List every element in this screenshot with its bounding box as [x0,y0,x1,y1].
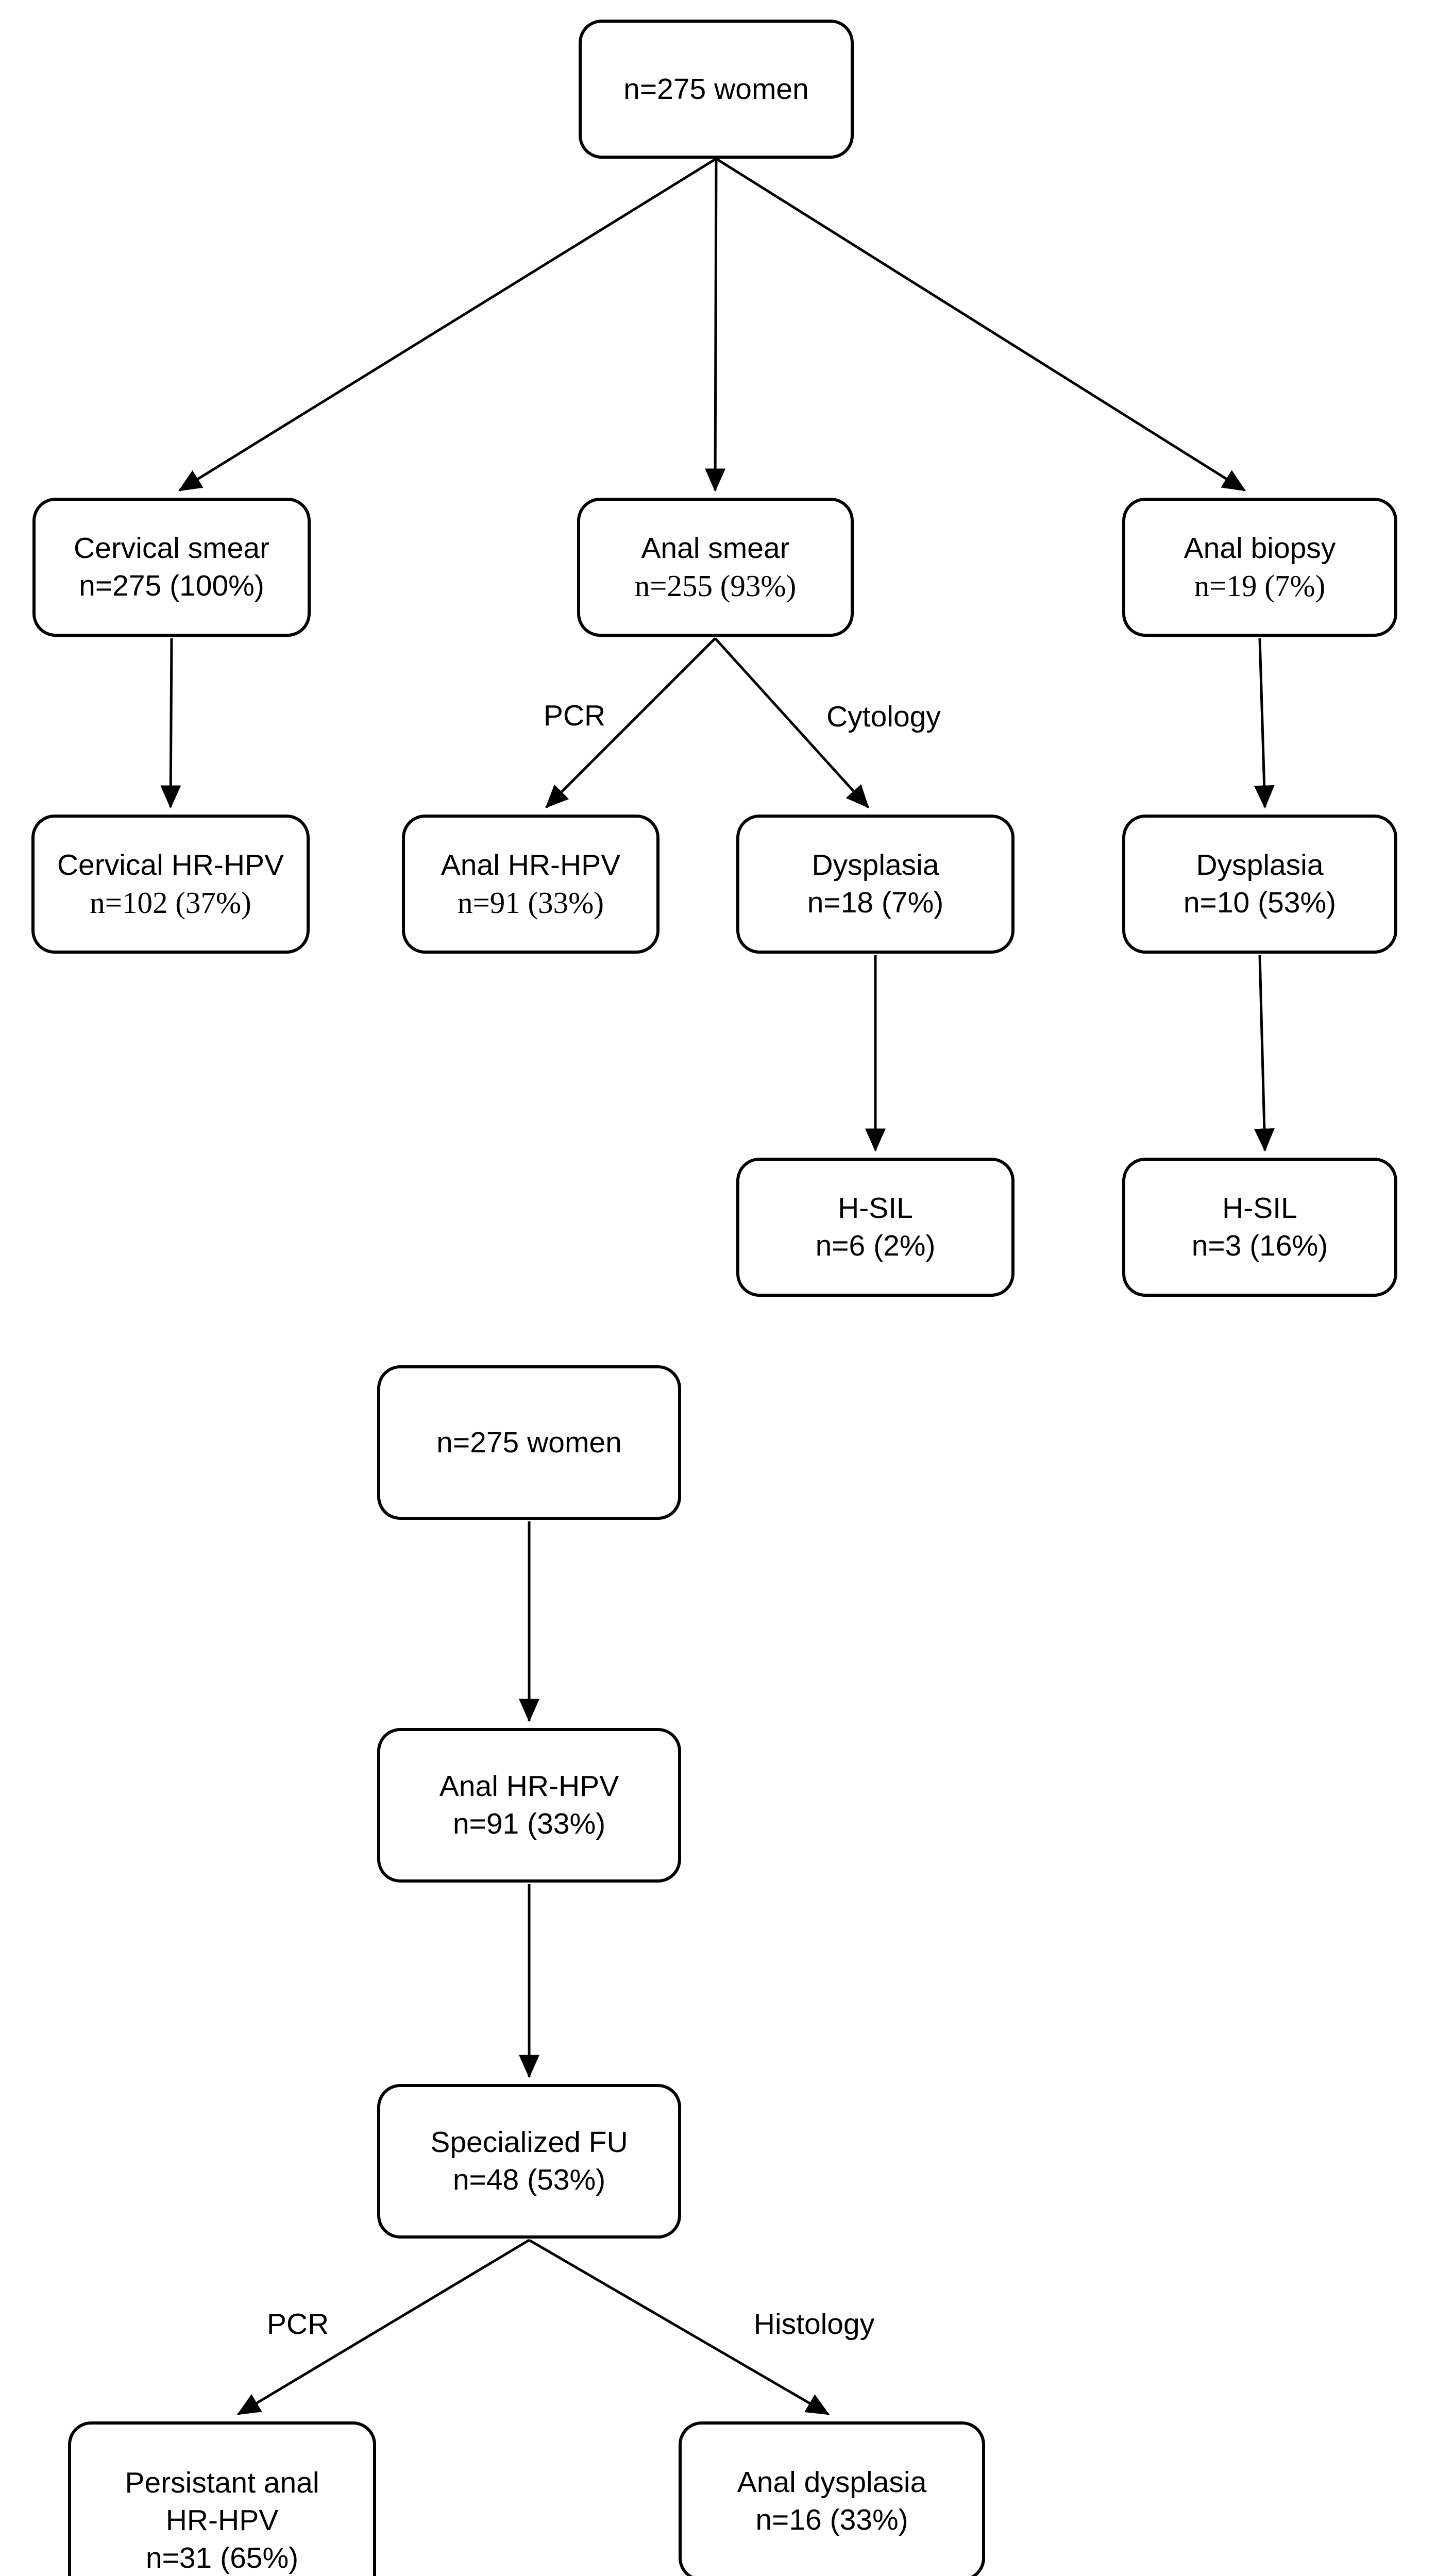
node-label: H-SIL [1222,1192,1297,1225]
edge-root-to-anal-smear [705,158,726,492]
node-count: n=102 (37%) [90,886,251,920]
edge-specialized-fu-to-persistant [236,2239,530,2416]
node-persistant-anal-hr-hpv: Persistant anal HR-HPV n=31 (65%) [68,2421,376,2576]
edge-label-cytology: Cytology [826,700,941,733]
node-anal-dysplasia: Anal dysplasia n=16 (33%) [679,2421,985,2576]
node-label-2: HR-HPV [165,2504,279,2537]
node-anal-hr-hpv-1: Anal HR-HPV n=91 (33%) [402,815,660,954]
node-label: Dysplasia [1196,849,1324,882]
node-label: H-SIL [838,1192,913,1225]
node-label: Anal HR-HPV [441,849,621,882]
edge-cervical-smear-to-cervical-hr-hpv [160,638,181,809]
node-anal-hr-hpv-2: Anal HR-HPV n=91 (33%) [377,1728,681,1883]
node-hsil-biopsy: H-SIL n=3 (16%) [1122,1158,1397,1297]
edge-root-to-anal-biopsy [715,157,1246,492]
node-count: n=31 (65%) [145,2541,299,2574]
node-label: Cervical smear [73,532,270,565]
node-label: Persistant anal [125,2466,319,2499]
edge-root-to-cervical-smear [178,157,717,492]
edge-label-histology: Histology [753,2308,875,2341]
node-count: n=91 (33%) [452,1807,606,1840]
node-anal-biopsy: Anal biopsy n=19 (7%) [1122,498,1397,637]
node-count: n=255 (93%) [634,569,797,603]
node-count: n=10 (53%) [1183,886,1337,919]
edge-dysplasia-to-hsil-biopsy [1254,955,1275,1152]
node-count: n=275 (100%) [79,569,264,602]
node-total-women-1: n=275 women [579,20,854,159]
node-dysplasia-biopsy: Dysplasia n=10 (53%) [1122,815,1397,954]
edge-anal-smear-to-dysplasia [714,637,869,808]
node-cervical-hr-hpv: Cervical HR-HPV n=102 (37%) [31,815,310,954]
node-label: Specialized FU [430,2126,628,2159]
edge-anal-biopsy-to-dysplasia [1254,638,1275,809]
node-count: n=18 (7%) [807,886,944,919]
node-label: n=275 women [623,72,809,106]
node-label: Anal biopsy [1184,532,1336,565]
node-label: Cervical HR-HPV [57,849,284,882]
node-anal-smear: Anal smear n=255 (93%) [577,498,854,637]
node-label: Anal smear [641,532,790,565]
node-total-women-2: n=275 women [377,1365,681,1520]
node-count: n=3 (16%) [1191,1229,1328,1262]
node-label: Anal dysplasia [737,2466,927,2499]
edge-label-pcr-1: PCR [543,699,606,732]
node-count: n=91 (33%) [458,886,604,920]
node-count: n=48 (53%) [452,2163,606,2196]
node-specialized-fu: Specialized FU n=48 (53%) [377,2084,681,2239]
node-count: n=19 (7%) [1194,569,1326,603]
edge-anal-smear-to-anal-hr-hpv [545,637,716,808]
node-count: n=6 (2%) [815,1229,936,1262]
edge-label-pcr-2: PCR [266,2308,329,2341]
node-cervical-smear: Cervical smear n=275 (100%) [32,498,311,637]
node-count: n=16 (33%) [755,2503,908,2536]
node-label: n=275 women [436,1426,622,1459]
node-label: Dysplasia [812,849,939,882]
node-label: Anal HR-HPV [439,1770,619,1803]
node-hsil-cytology: H-SIL n=6 (2%) [736,1158,1015,1297]
edge-specialized-fu-to-anal-dysplasia [528,2239,830,2416]
node-dysplasia-cytology: Dysplasia n=18 (7%) [736,815,1015,954]
